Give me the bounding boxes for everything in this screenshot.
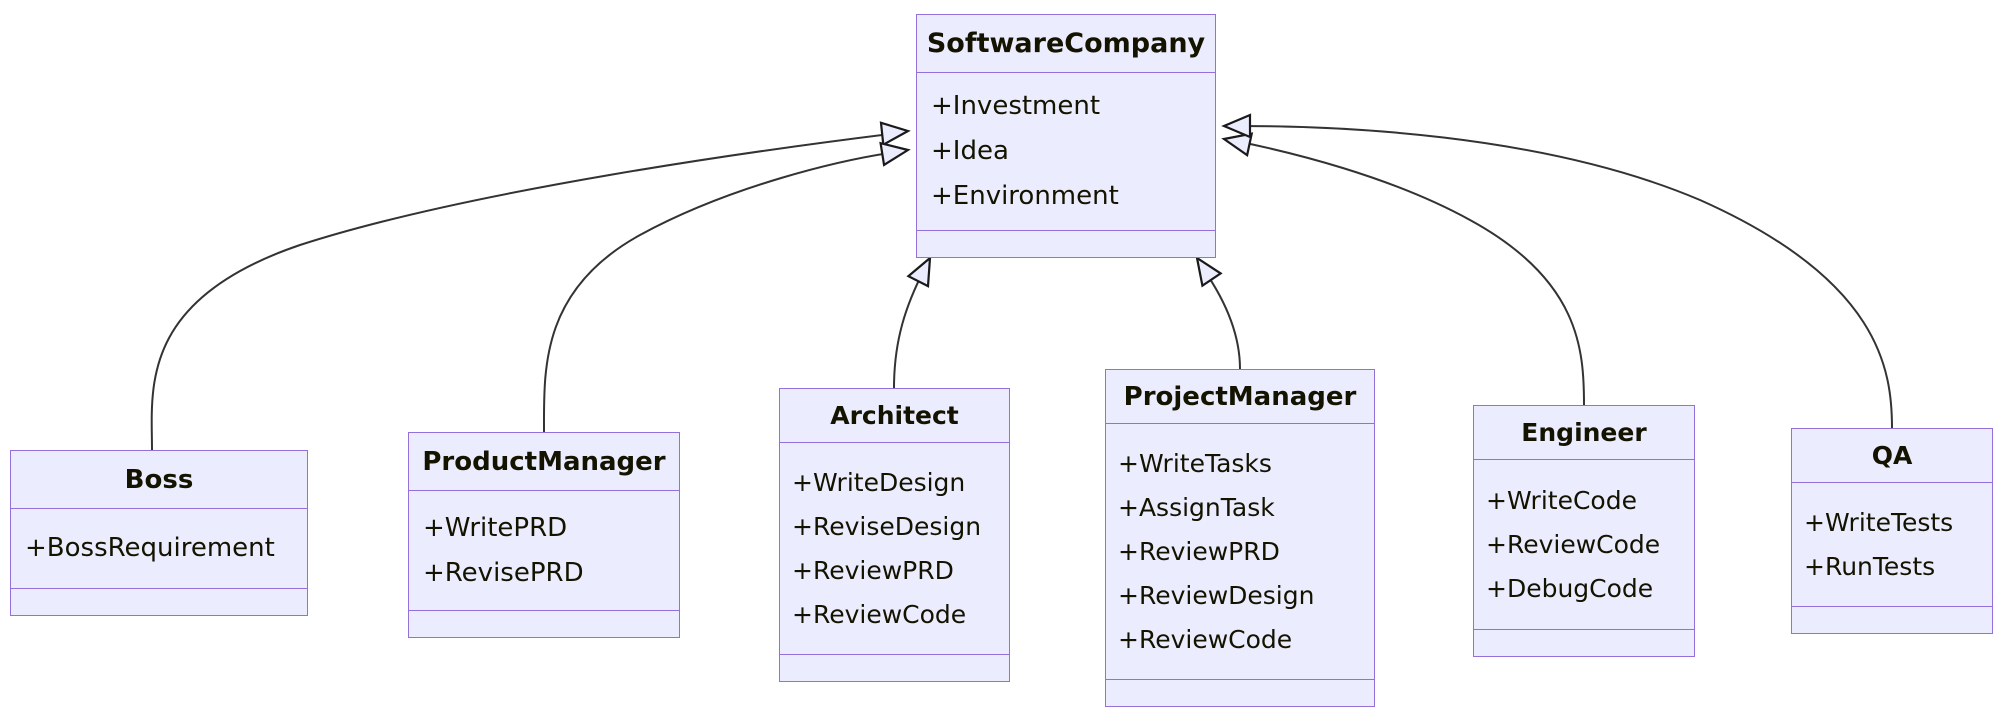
class-attribute: +ReviewPRD [792,555,954,585]
inheritance-arrowhead-icon [1221,132,1254,158]
class-name-softwarecompany: SoftwareCompany [917,15,1215,73]
inheritance-arrowhead-icon [879,141,911,167]
edge-line [542,151,897,433]
class-attribute: +WriteCode [1486,485,1637,515]
uml-class-architect[interactable]: Architect +WriteDesign +ReviseDesign +Revie… [779,388,1010,682]
class-attribute: +Idea [931,136,1009,166]
class-attribute: +ReviseDesign [792,511,982,541]
inheritance-arrowhead-icon [1195,255,1223,288]
class-attribute: +ReviewDesign [1118,580,1315,610]
class-attributes-softwarecompany: +Investment +Idea +Environment [917,73,1215,231]
uml-class-softwarecompany[interactable]: SoftwareCompany +Investment +Idea +Environm… [916,14,1216,258]
edge-line [1235,140,1585,406]
class-attribute: +BossRequirement [25,533,275,563]
class-attribute: +WriteTests [1804,507,1954,537]
class-methods-engineer [1474,630,1694,656]
class-methods-productmanager [409,611,679,637]
class-attribute: +ReviewCode [1486,529,1661,559]
class-attribute: +WriteDesign [792,467,966,497]
uml-class-engineer[interactable]: Engineer +WriteCode +ReviewCode +DebugCode [1473,405,1695,657]
uml-class-productmanager[interactable]: ProductManager +WritePRD +RevisePRD [408,432,680,638]
inheritance-arrowhead-icon [906,255,932,288]
class-attribute: +AssignTask [1118,492,1275,522]
class-attributes-engineer: +WriteCode +ReviewCode +DebugCode [1474,460,1694,630]
inheritance-edge [1221,113,1893,429]
class-attribute: +RunTests [1804,551,1936,581]
class-attributes-architect: +WriteDesign +ReviseDesign +ReviewPRD +Revi… [780,443,1009,655]
class-attribute: +RevisePRD [423,557,584,588]
edge-line [1237,125,1893,429]
class-name-engineer: Engineer [1474,406,1694,460]
class-attribute: +WritePRD [423,512,568,543]
class-name-qa: QA [1792,429,1992,483]
class-methods-projectmanager [1106,680,1374,706]
class-name-boss: Boss [11,451,307,509]
class-attributes-productmanager: +WritePRD +RevisePRD [409,491,679,611]
class-attributes-projectmanager: +WriteTasks +AssignTask +ReviewPRD +ReviewD… [1106,424,1374,680]
uml-class-qa[interactable]: QA +WriteTests +RunTests [1791,428,1993,634]
inheritance-edge [1221,132,1585,406]
class-attributes-qa: +WriteTests +RunTests [1792,483,1992,607]
class-methods-softwarecompany [917,231,1215,257]
class-name-projectmanager: ProjectManager [1106,370,1374,424]
class-attribute: +Environment [931,181,1119,211]
inheritance-edge [1195,255,1241,370]
edge-line [1203,269,1241,370]
uml-class-projectmanager[interactable]: ProjectManager +WriteTasks +AssignTask +Rev… [1105,369,1375,707]
inheritance-edge [542,141,911,433]
class-attributes-boss: +BossRequirement [11,509,307,589]
class-attribute: +WriteTasks [1118,448,1272,478]
class-attribute: +ReviewCode [792,599,967,629]
inheritance-edge [893,255,932,389]
class-attribute: +Investment [931,91,1101,121]
uml-class-boss[interactable]: Boss +BossRequirement [10,450,308,616]
inheritance-arrowhead-icon [879,121,911,147]
class-name-productmanager: ProductManager [409,433,679,491]
class-attribute: +ReviewPRD [1118,536,1280,566]
class-attribute: +DebugCode [1486,573,1654,603]
edge-line [893,269,925,389]
class-name-architect: Architect [780,389,1009,443]
edge-line [150,132,899,451]
class-methods-boss [11,589,307,615]
inheritance-arrowhead-icon [1221,113,1252,139]
class-methods-architect [780,655,1009,681]
class-attribute: +ReviewCode [1118,624,1293,654]
class-methods-qa [1792,607,1992,633]
inheritance-edge [150,121,911,451]
